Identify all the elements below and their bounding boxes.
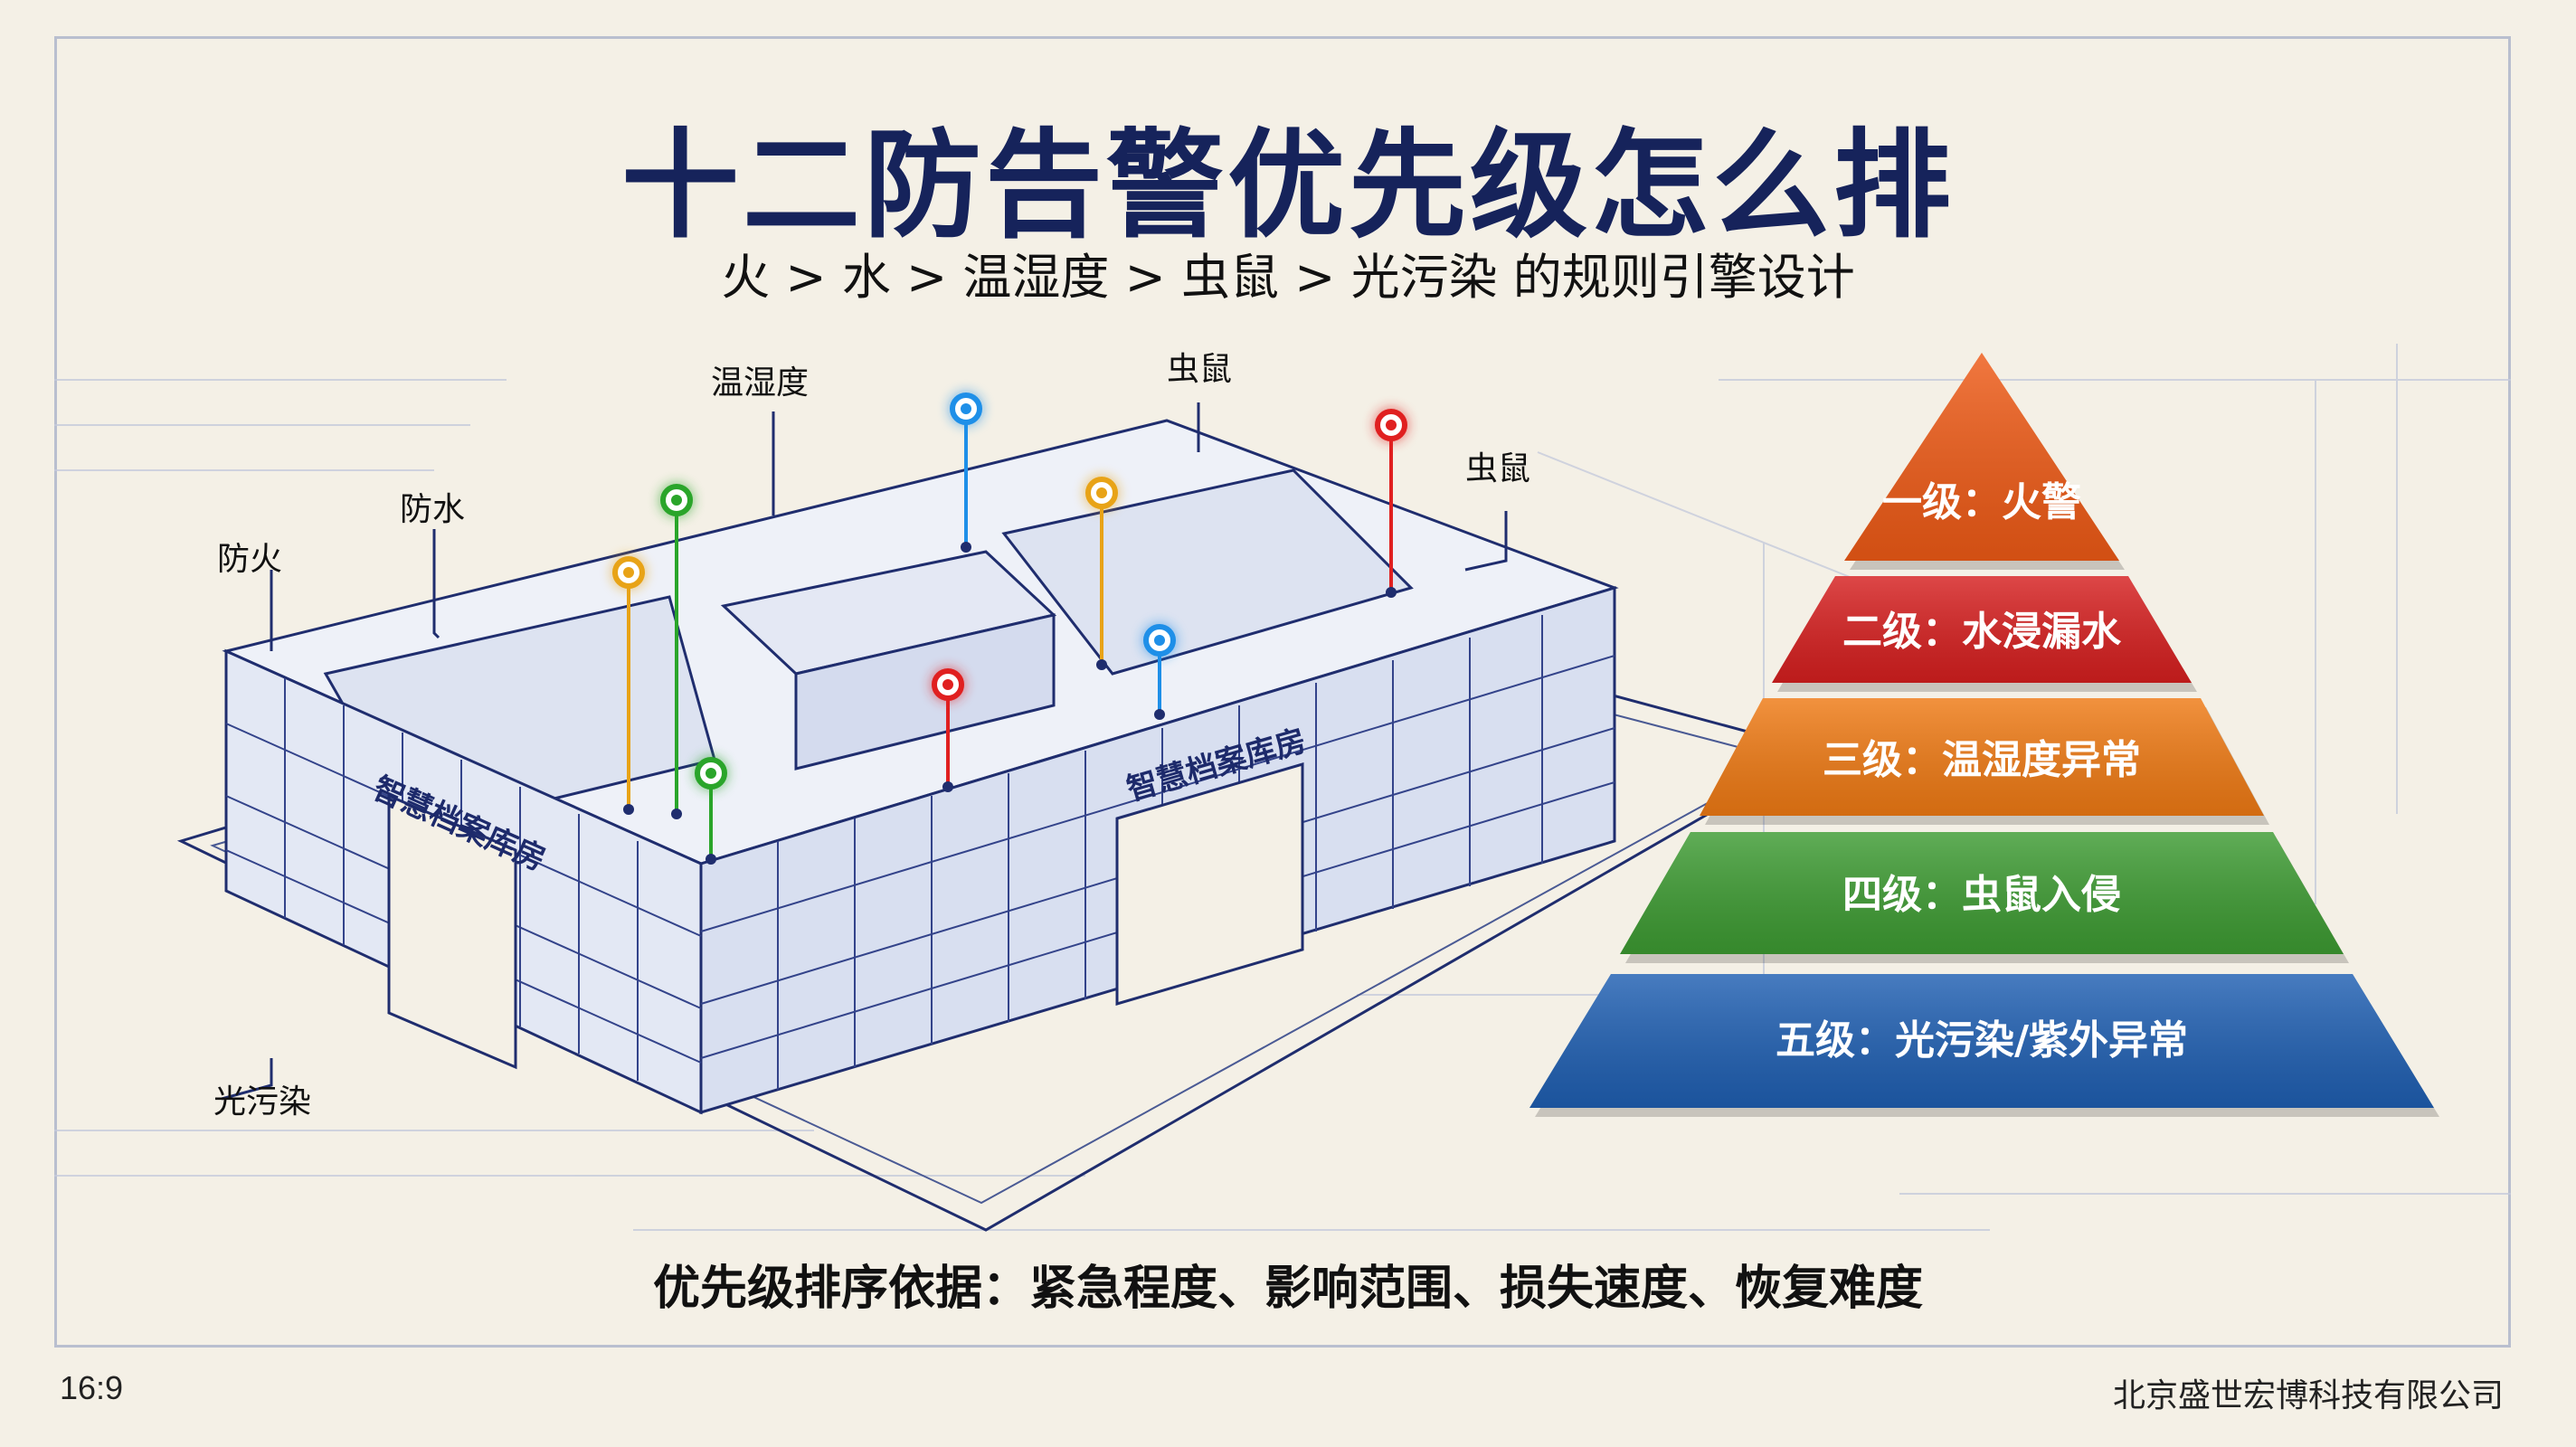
label-light: 光污染 — [213, 1083, 311, 1121]
pyramid-tier-1: 一级：火警 — [1844, 353, 2125, 570]
sensor-pin-red — [1373, 407, 1409, 598]
priority-basis: 优先级排序依据：紧急程度、影响范围、损失速度、恢复难度 — [652, 1262, 1923, 1316]
page-subtitle: 火 > 水 > 温湿度 > 虫鼠 > 光污染 的规则引擎设计 — [721, 249, 1855, 306]
pyramid-tier-label: 五级：光污染/紫外异常 — [1776, 1017, 2188, 1064]
aspect-ratio-label: 16:9 — [60, 1369, 124, 1406]
central-box-front — [794, 613, 1056, 771]
sensor-pin-green — [693, 755, 729, 865]
sensor-pin-blue — [1141, 622, 1178, 720]
label-humidity: 温湿度 — [711, 364, 809, 402]
sensor-pin-blue — [948, 391, 984, 553]
pyramid-tier-4: 四级：虫鼠入侵 — [1620, 832, 2349, 963]
sensor-pin-yellow — [611, 554, 647, 815]
pyramid-tier-label: 二级：水浸漏水 — [1842, 609, 2122, 655]
label-pest-top: 虫鼠 — [1167, 351, 1232, 388]
sensor-pin-yellow — [1084, 475, 1120, 670]
pyramid-tier-label: 四级：虫鼠入侵 — [1842, 872, 2121, 918]
left-door — [387, 793, 517, 1070]
label-pest-right: 虫鼠 — [1465, 450, 1530, 487]
sensor-pin-green — [658, 482, 695, 819]
courtyard-right — [1001, 468, 1414, 676]
page-title: 十二防告警优先级怎么排 — [620, 117, 1955, 254]
sensor-pins — [611, 391, 1409, 865]
callout-lines — [221, 402, 1508, 1101]
pyramid-tier-label: 三级：温湿度异常 — [1823, 737, 2141, 783]
label-water: 防水 — [400, 491, 465, 528]
pyramid-tier-5: 五级：光污染/紫外异常 — [1530, 974, 2439, 1117]
front-door — [1115, 761, 1304, 1007]
label-fire: 防火 — [217, 541, 282, 578]
pyramid-tier-2: 二级：水浸漏水 — [1772, 576, 2197, 692]
pyramid-tier-3: 三级：温湿度异常 — [1700, 698, 2269, 825]
company-name: 北京盛世宏博科技有限公司 — [2112, 1377, 2504, 1414]
pyramid-tier-label: 一级：火警 — [1882, 479, 2081, 525]
sensor-pin-red — [930, 667, 966, 792]
